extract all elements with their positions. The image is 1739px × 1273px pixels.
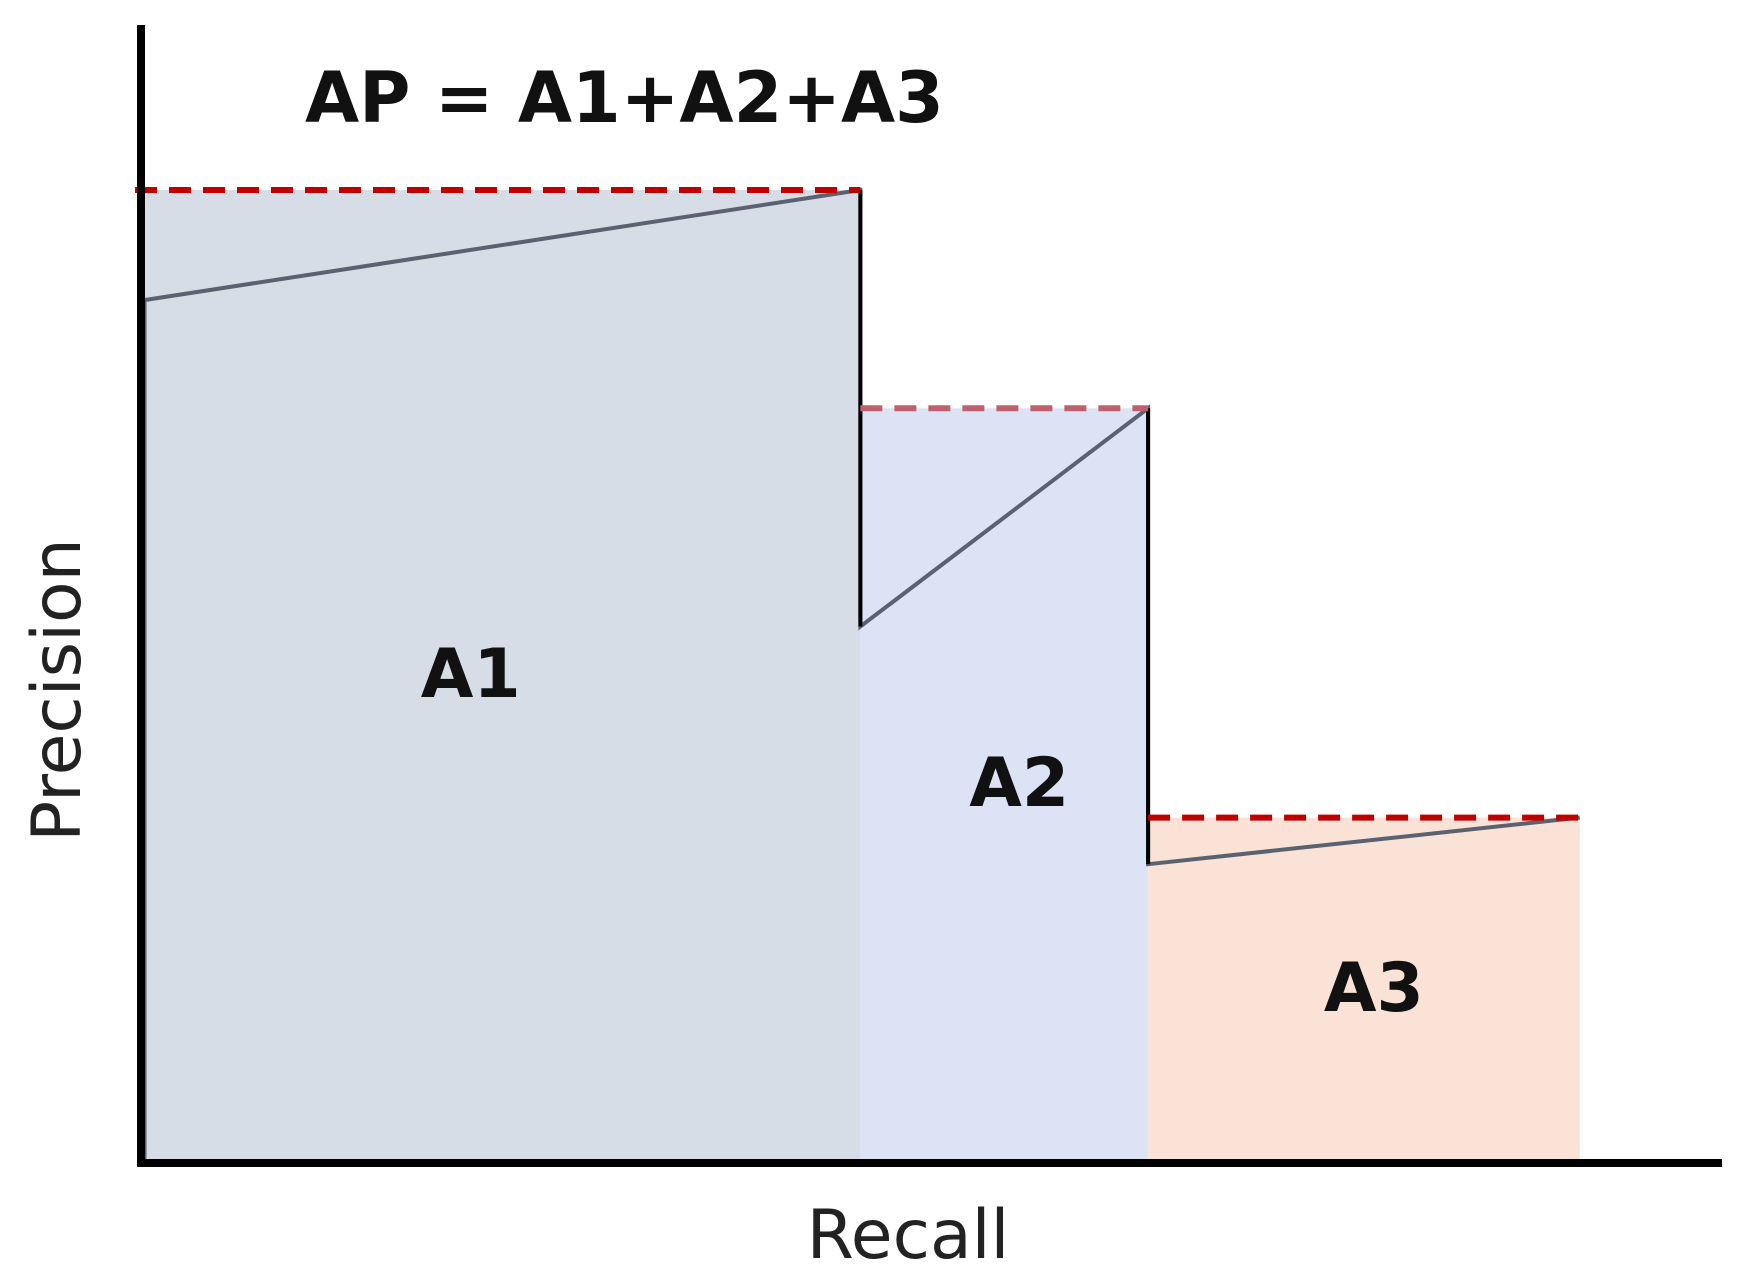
area-label-a3: A3 bbox=[1324, 949, 1424, 1028]
area-a3 bbox=[1148, 817, 1580, 1160]
ap-formula: AP = A1+A2+A3 bbox=[305, 57, 944, 139]
y-axis-title: Precision bbox=[18, 538, 97, 841]
precision-curve bbox=[140, 187, 1580, 867]
area-a1 bbox=[141, 190, 861, 1160]
area-label-a1: A1 bbox=[421, 635, 521, 714]
area-label-a2: A2 bbox=[969, 744, 1069, 823]
x-axis-title: Recall bbox=[807, 1196, 1010, 1273]
area-a2 bbox=[860, 408, 1149, 1160]
areas-layer bbox=[141, 190, 1580, 1160]
interpolation-layer bbox=[135, 187, 1580, 821]
